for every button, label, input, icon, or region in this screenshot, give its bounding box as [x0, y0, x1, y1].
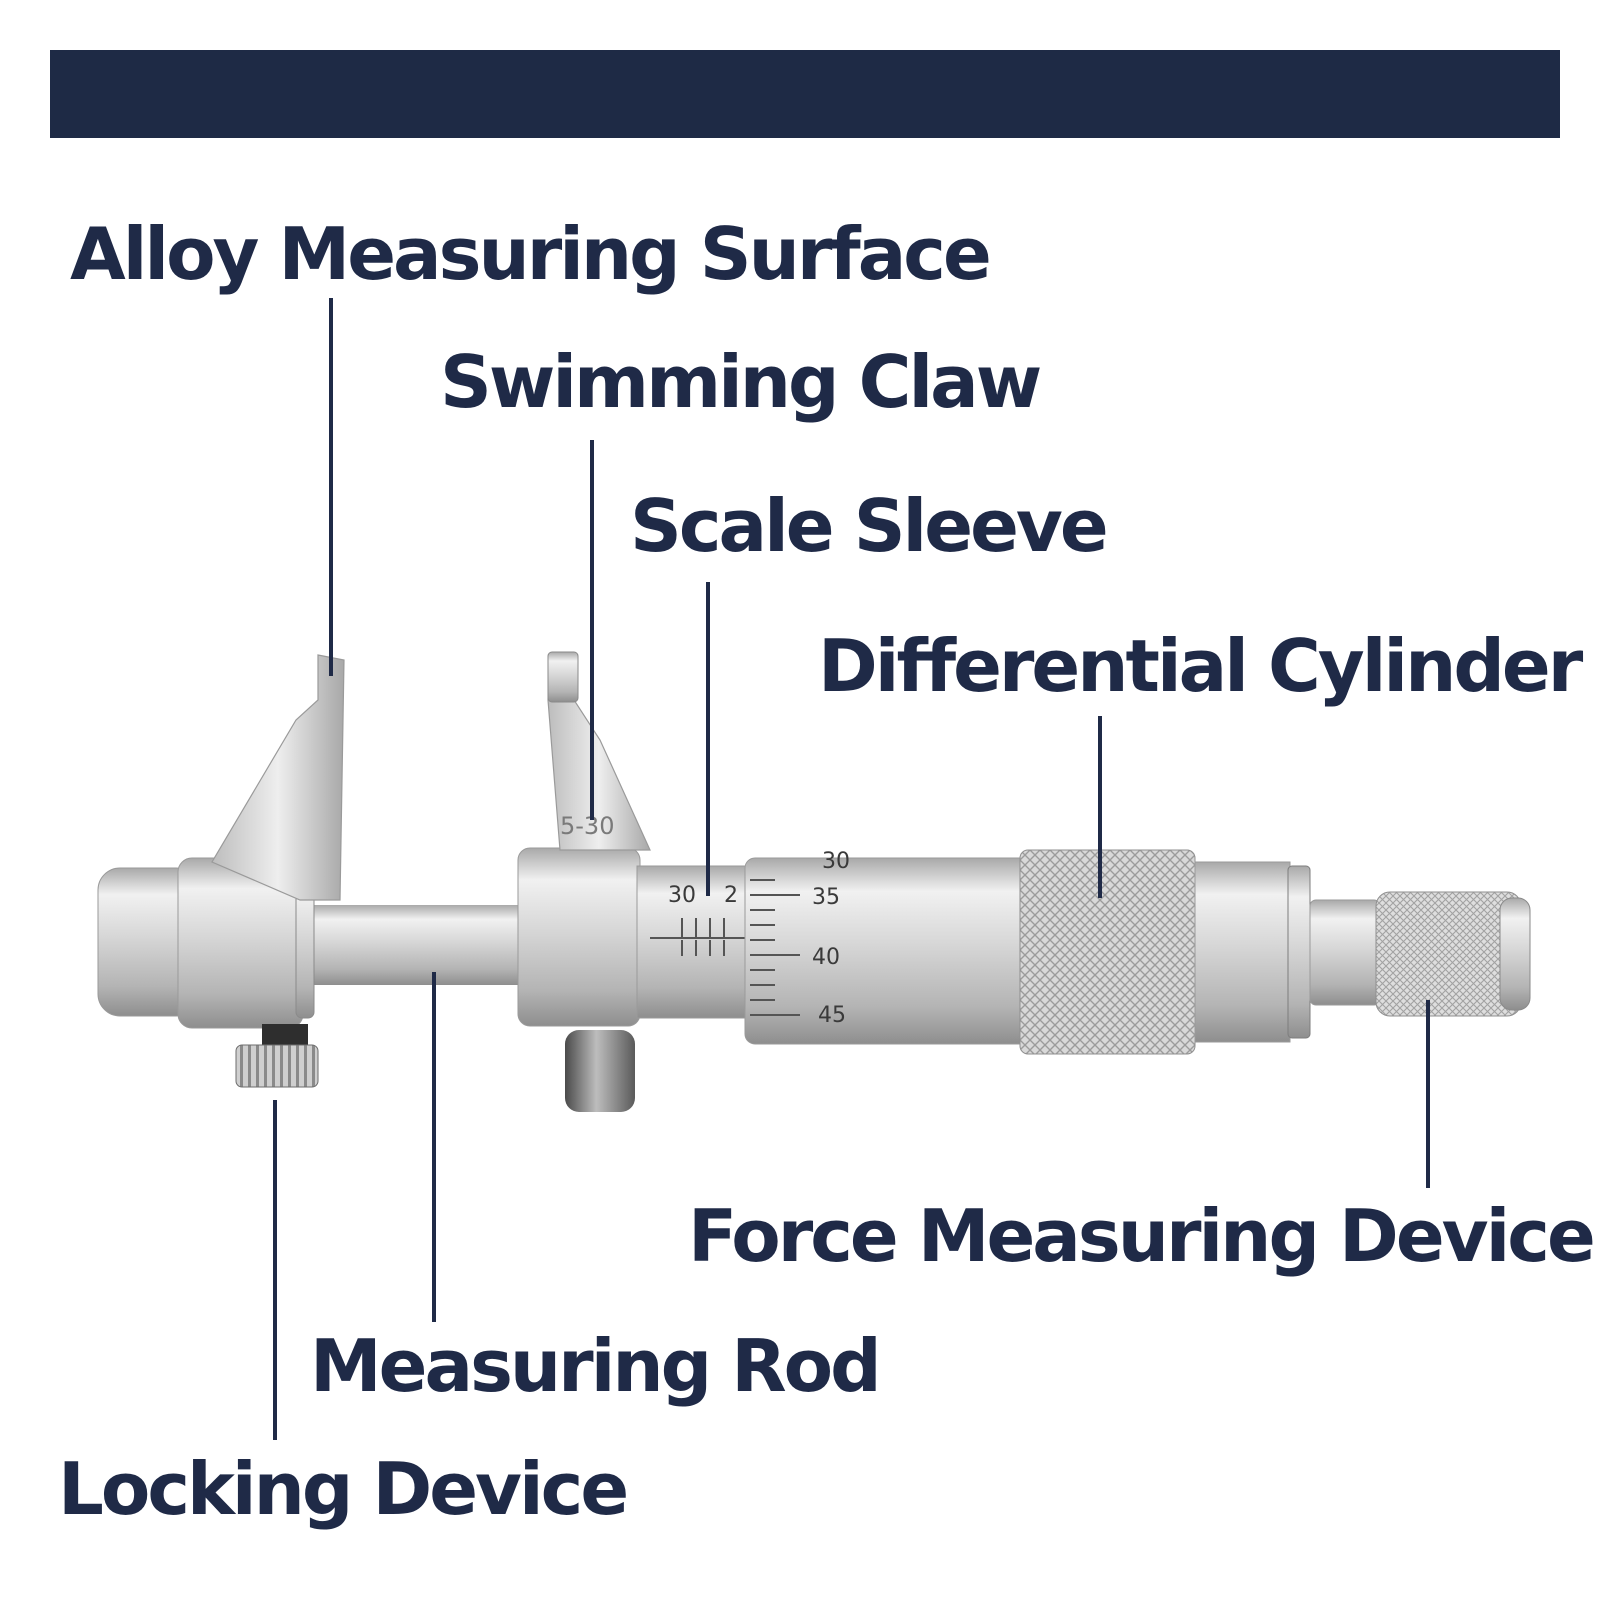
label-force-measuring-device: Force Measuring Device — [688, 1194, 1596, 1278]
label-alloy-measuring-surface: Alloy Measuring Surface — [70, 212, 992, 296]
thimble-mark-35: 35 — [812, 885, 840, 910]
sleeve-mark-30: 30 — [668, 883, 696, 908]
thimble — [744, 857, 1036, 1045]
claw-range-mark: 5-30 — [560, 812, 614, 840]
leader-swimming-claw — [590, 440, 594, 820]
leader-differential-cylinder — [1098, 716, 1102, 898]
measuring-rod-shaft — [300, 905, 532, 985]
leader-alloy-measuring-surface — [329, 298, 333, 676]
leader-measuring-rod — [432, 972, 436, 1322]
scale-sleeve-body — [636, 865, 748, 1019]
thimble-mark-45: 45 — [818, 1003, 846, 1028]
label-swimming-claw: Swimming Claw — [440, 340, 1042, 424]
leader-locking-device — [273, 1100, 277, 1440]
thimble-mark-40: 40 — [812, 945, 840, 970]
sleeve-mark-2: 2 — [724, 883, 738, 908]
top-banner — [50, 50, 1560, 138]
differential-cylinder-knurl — [1019, 849, 1196, 1055]
label-measuring-rod: Measuring Rod — [310, 1324, 882, 1408]
locking-knob — [235, 1044, 319, 1088]
force-measuring-ratchet — [1375, 891, 1522, 1017]
alloy-measuring-jaw — [211, 654, 345, 901]
label-scale-sleeve: Scale Sleeve — [630, 484, 1109, 568]
claw-pin — [565, 1030, 635, 1112]
leader-scale-sleeve — [706, 582, 710, 896]
leader-force-measuring-device — [1426, 1000, 1430, 1188]
label-differential-cylinder: Differential Cylinder — [818, 624, 1583, 708]
label-locking-device: Locking Device — [58, 1447, 629, 1531]
thimble-mark-30: 30 — [822, 849, 850, 874]
claw-collar — [517, 847, 641, 1027]
